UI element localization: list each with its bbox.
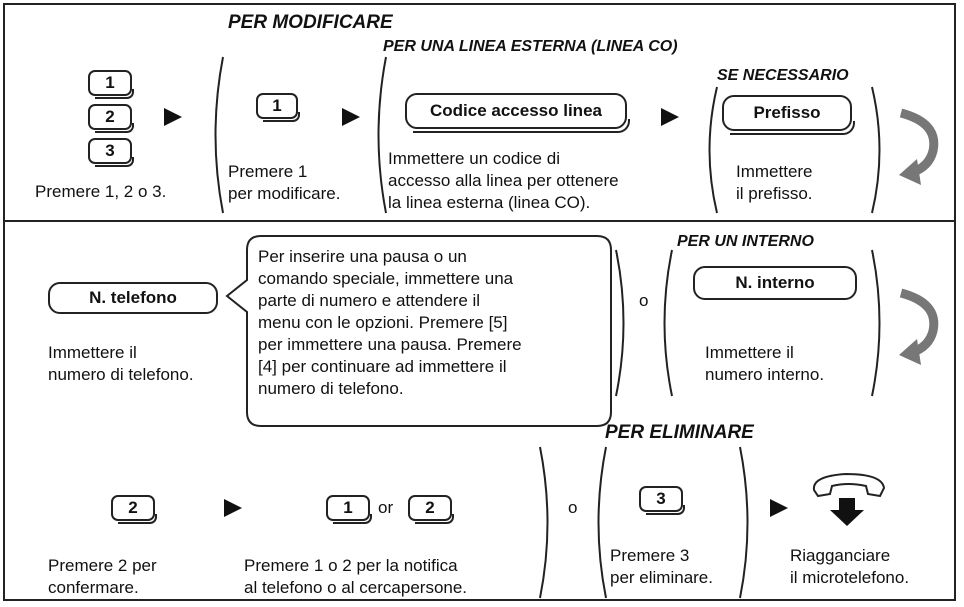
caption-confirm-2: confermare. xyxy=(48,578,139,597)
paren-close xyxy=(615,249,625,397)
caption-confirm-1: Premere 2 per xyxy=(48,556,157,575)
note-line-7: numero di telefono. xyxy=(258,379,404,398)
arrow-right-icon xyxy=(661,108,679,126)
row-divider xyxy=(5,220,954,222)
arrow-right-icon xyxy=(164,108,182,126)
note-line-2: comando speciale, immettere una xyxy=(258,269,514,288)
caption-internal-2: numero interno. xyxy=(705,365,825,384)
caption-delete-1: Premere 3 xyxy=(610,546,690,565)
prefix-button[interactable]: Prefisso xyxy=(722,95,855,135)
key-3[interactable]: 3 xyxy=(88,138,134,167)
caption-modify-2: per modificare. xyxy=(228,184,341,203)
caption-notify-2: al telefono o al cercapersone. xyxy=(244,578,468,597)
or-label: o xyxy=(639,291,649,310)
key-delete-3[interactable]: 3 xyxy=(639,486,685,515)
caption-internal-1: Immettere il xyxy=(705,343,794,362)
paren-close xyxy=(739,446,749,599)
paren-close xyxy=(871,86,881,214)
note-line-3: parte di numero e attendere il xyxy=(258,291,481,310)
key-notify-2[interactable]: 2 xyxy=(408,495,454,524)
key-notify-1[interactable]: 1 xyxy=(326,495,372,524)
heading-internal: PER UN INTERNO xyxy=(677,233,814,250)
heading-external-line: PER UNA LINEA ESTERNA (LINEA CO) xyxy=(383,38,678,55)
paren-open xyxy=(377,56,387,214)
caption-phone-2: numero di telefono. xyxy=(48,365,194,384)
or-label-delete: o xyxy=(568,498,578,517)
note-line-5: per immettere una pausa. Premere xyxy=(258,335,522,354)
caption-line-access-3: la linea esterna (linea CO). xyxy=(388,193,591,212)
caption-delete-2: per eliminare. xyxy=(610,568,713,587)
caption-hangup-2: il microtelefono. xyxy=(790,568,910,587)
paren-close xyxy=(871,249,881,397)
caption-line-access-1: Immettere un codice di xyxy=(388,149,560,168)
continue-curve-arrow-icon xyxy=(899,108,939,185)
key-1[interactable]: 1 xyxy=(88,70,134,99)
internal-number-button[interactable]: N. interno xyxy=(693,266,857,300)
key-modify-1[interactable]: 1 xyxy=(256,93,300,122)
or-word: or xyxy=(378,498,394,517)
heading-if-needed: SE NECESSARIO xyxy=(717,67,849,84)
line-access-code-button[interactable]: Codice accesso linea xyxy=(405,93,630,133)
paren-open xyxy=(708,86,718,214)
continue-curve-arrow-icon xyxy=(899,288,939,365)
note-bubble xyxy=(225,235,612,427)
paren-open xyxy=(663,249,673,397)
key-confirm-2[interactable]: 2 xyxy=(111,495,157,524)
caption-modify-1: Premere 1 xyxy=(228,162,308,181)
arrow-right-icon xyxy=(224,499,242,517)
paren-open xyxy=(597,446,607,599)
caption-prefix-1: Immettere xyxy=(736,162,813,181)
key-2[interactable]: 2 xyxy=(88,104,134,133)
phone-number-button[interactable]: N. telefono xyxy=(48,282,218,314)
note-line-6: [4] per continuare ad immettere il xyxy=(258,357,507,376)
note-line-4: menu con le opzioni. Premere [5] xyxy=(258,313,508,332)
arrow-right-icon xyxy=(342,108,360,126)
caption-notify-1: Premere 1 o 2 per la notifica xyxy=(244,556,458,575)
handset-down-icon xyxy=(812,472,886,526)
paren-close xyxy=(539,446,549,599)
heading-delete: PER ELIMINARE xyxy=(605,422,754,443)
heading-modify: PER MODIFICARE xyxy=(228,12,393,33)
arrow-right-icon xyxy=(770,499,788,517)
caption-line-access-2: accesso alla linea per ottenere xyxy=(388,171,619,190)
caption-select: Premere 1, 2 o 3. xyxy=(35,182,167,201)
note-line-1: Per inserire una pausa o un xyxy=(258,247,467,266)
caption-phone-1: Immettere il xyxy=(48,343,137,362)
paren-open xyxy=(214,56,224,214)
caption-prefix-2: il prefisso. xyxy=(736,184,813,203)
caption-hangup-1: Riagganciare xyxy=(790,546,891,565)
